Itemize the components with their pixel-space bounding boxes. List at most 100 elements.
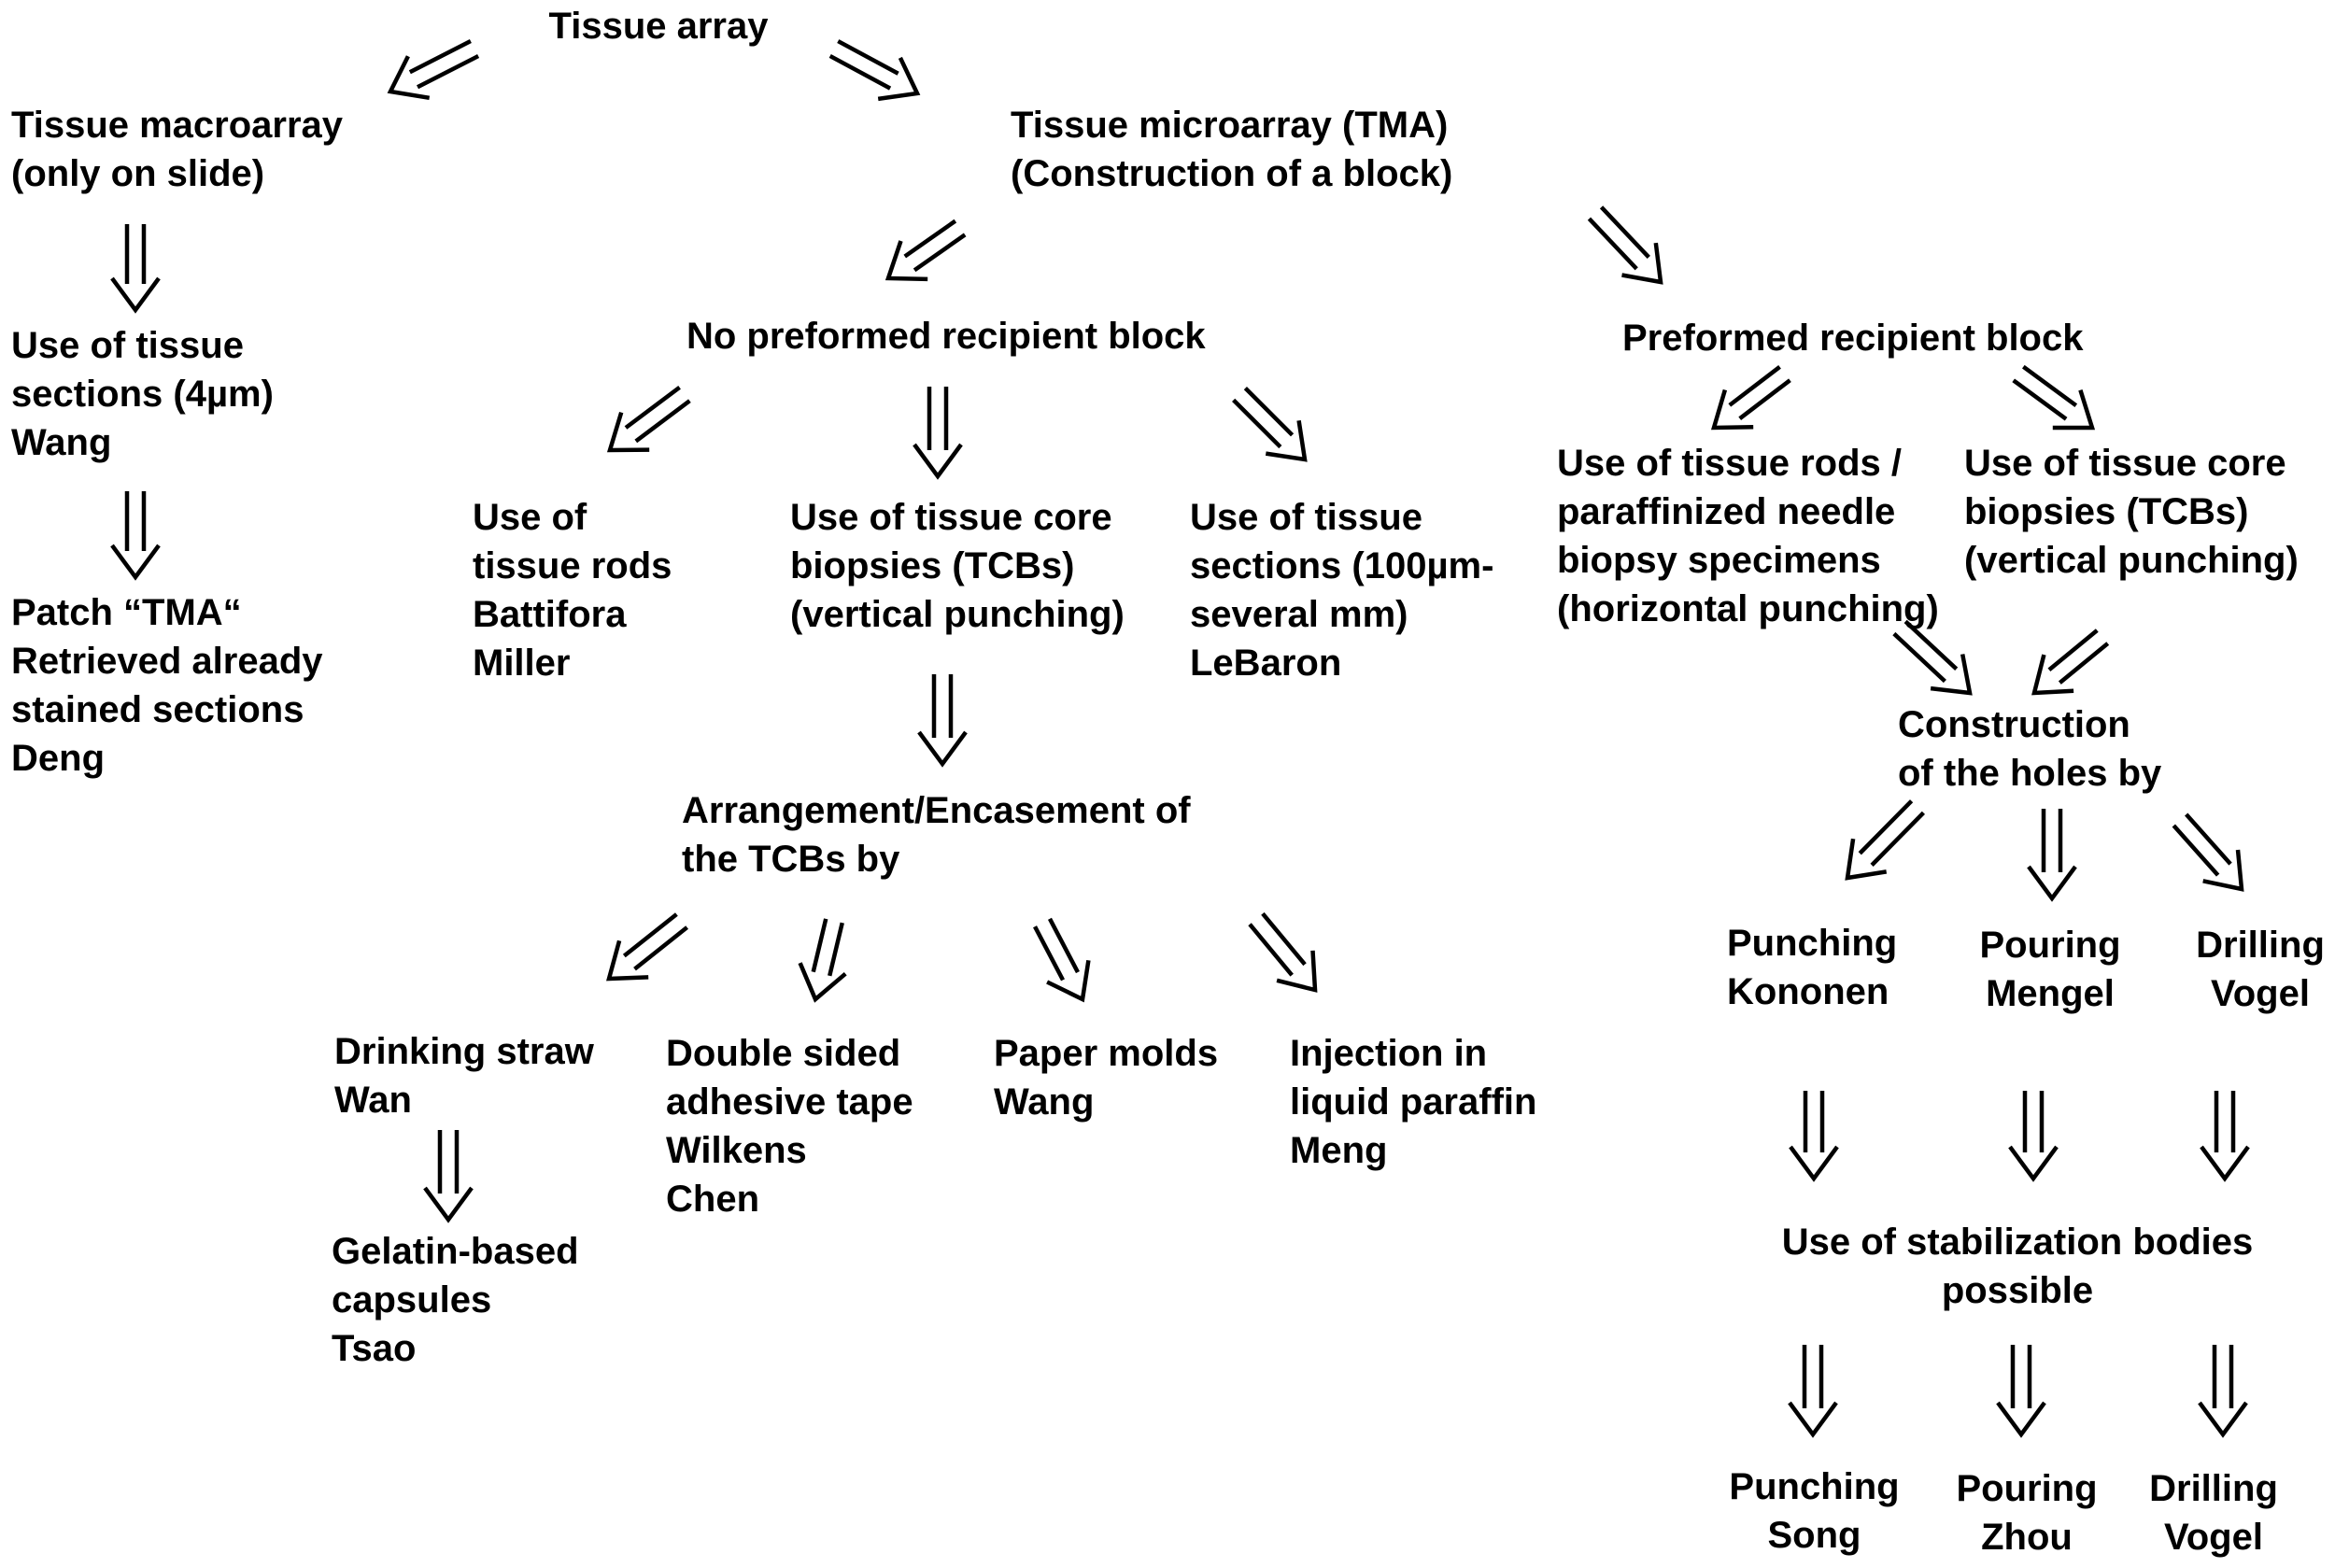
arrow-head xyxy=(2052,389,2096,431)
node-line: Wan xyxy=(334,1080,412,1121)
node-line: Song xyxy=(1767,1515,1861,1556)
arrow-arrangement-to-tape-icon xyxy=(798,918,847,1003)
node-preformed-block: Preformed recipient block xyxy=(1622,314,2083,362)
arrow-core-to-holes-icon xyxy=(2031,629,2110,696)
arrow-head xyxy=(1789,1145,1839,1182)
arrow-shaft xyxy=(828,922,844,977)
node-line: (Construction of a block) xyxy=(1011,153,1453,194)
node-line: Gelatin-based xyxy=(332,1231,579,1272)
node-tissue-microarray: Tissue microarray (TMA) (Construction of … xyxy=(1011,101,1452,198)
arrow-shaft xyxy=(2047,629,2099,672)
arrow-shaft xyxy=(1261,911,1307,967)
node-line: Meng xyxy=(1290,1130,1388,1171)
arrow-shaft xyxy=(1892,631,1946,684)
node-line: of the holes by xyxy=(1898,753,2162,794)
arrow-head xyxy=(606,411,650,453)
node-line: (horizontal punching) xyxy=(1557,588,1939,629)
node-line: Tissue macroarray xyxy=(11,105,344,146)
node-line: Chen xyxy=(666,1179,759,1220)
node-line: liquid paraffin xyxy=(1290,1081,1537,1123)
arrow-macro-to-sections-icon xyxy=(110,224,161,314)
node-line: paraffinized needle xyxy=(1557,491,1896,532)
arrow-arrangement-to-paper-icon xyxy=(1033,917,1091,1003)
arrow-shaft xyxy=(1738,378,1791,420)
node-line: Punching xyxy=(1727,923,1898,964)
arrow-head xyxy=(917,730,968,768)
arrow-shaft xyxy=(417,54,480,90)
arrow-head xyxy=(1621,242,1663,285)
arrow-core-to-arrangement-icon xyxy=(917,674,968,768)
arrow-holes-to-pouring-icon xyxy=(2027,809,2077,902)
node-line: Vogel xyxy=(2164,1517,2263,1558)
arrow-head xyxy=(884,240,928,282)
arrow-micro-to-preformed-icon xyxy=(1587,205,1663,285)
arrow-shaft xyxy=(1047,917,1080,974)
arrow-shaft xyxy=(2172,824,2220,877)
node-line: Injection in xyxy=(1290,1033,1488,1074)
arrow-pouring-to-stabilization-icon xyxy=(2008,1091,2059,1182)
node-line: sections (100µm- xyxy=(1190,545,1494,586)
node-line: No preformed recipient block xyxy=(686,316,1206,357)
arrow-shaft xyxy=(1858,799,1914,855)
node-line: Paper molds xyxy=(994,1033,1219,1074)
node-line: Punching xyxy=(1729,1466,1900,1507)
node-line: (vertical punching) xyxy=(1964,540,2299,581)
arrow-head xyxy=(2202,849,2244,892)
arrow-shaft xyxy=(2021,364,2078,407)
arrow-shaft xyxy=(913,233,967,273)
arrow-arrangement-to-straw-icon xyxy=(606,912,689,982)
arrow-arrangement-to-injection-icon xyxy=(1248,911,1318,993)
node-no-preformed-block: No preformed recipient block xyxy=(686,312,1206,360)
node-line: Preformed recipient block xyxy=(1622,318,2084,359)
node-line: LeBaron xyxy=(1190,643,1342,684)
node-arrangement: Arrangement/Encasement of the TCBs by xyxy=(682,786,1191,883)
node-line: Wilkens xyxy=(666,1130,807,1171)
arrow-drilling-to-stabilization-icon xyxy=(2200,1091,2250,1182)
arrow-stabilization-to-drilling-icon xyxy=(2198,1345,2248,1438)
arrow-shaft xyxy=(1728,365,1781,407)
arrow-micro-to-no-preformed-icon xyxy=(884,219,967,282)
arrow-shaft xyxy=(1243,387,1295,437)
node-line: stained sections xyxy=(11,689,304,730)
node-line: Tsao xyxy=(332,1328,417,1369)
arrow-no-preformed-to-rods-icon xyxy=(606,385,691,453)
arrow-shaft xyxy=(622,912,678,958)
arrow-head xyxy=(913,443,963,480)
arrow-shaft xyxy=(1248,923,1294,977)
node-line: Use of xyxy=(473,497,587,538)
arrow-shaft xyxy=(2012,378,2068,421)
arrow-shaft xyxy=(1903,619,1959,671)
node-line: the TCBs by xyxy=(682,839,900,880)
node-line: Battifora xyxy=(473,594,627,635)
node-line: Arrangement/Encasement of xyxy=(682,790,1191,831)
node-line: possible xyxy=(1941,1270,2094,1311)
arrow-holes-to-drilling-icon xyxy=(2172,812,2244,892)
node-line: Wang xyxy=(11,422,112,463)
node-line: Tissue microarray (TMA) xyxy=(1011,105,1449,146)
arrow-head xyxy=(606,939,649,982)
arrow-no-preformed-to-sections-icon xyxy=(1232,387,1308,462)
arrow-straw-to-gelatin-icon xyxy=(423,1130,474,1223)
arrow-head xyxy=(1276,950,1318,993)
arrow-shaft xyxy=(408,38,472,75)
node-line: Use of tissue xyxy=(11,325,244,366)
node-line: Kononen xyxy=(1727,971,1889,1012)
node-line: Pouring xyxy=(1956,1468,2098,1509)
arrow-shaft xyxy=(2185,812,2232,866)
node-line: Deng xyxy=(11,738,105,779)
arrow-preformed-to-rods-icon xyxy=(1710,365,1791,431)
node-line: Pouring xyxy=(1979,925,2121,966)
arrow-rods-to-holes-icon xyxy=(1892,619,1973,696)
node-line: Retrieved already xyxy=(11,641,323,682)
